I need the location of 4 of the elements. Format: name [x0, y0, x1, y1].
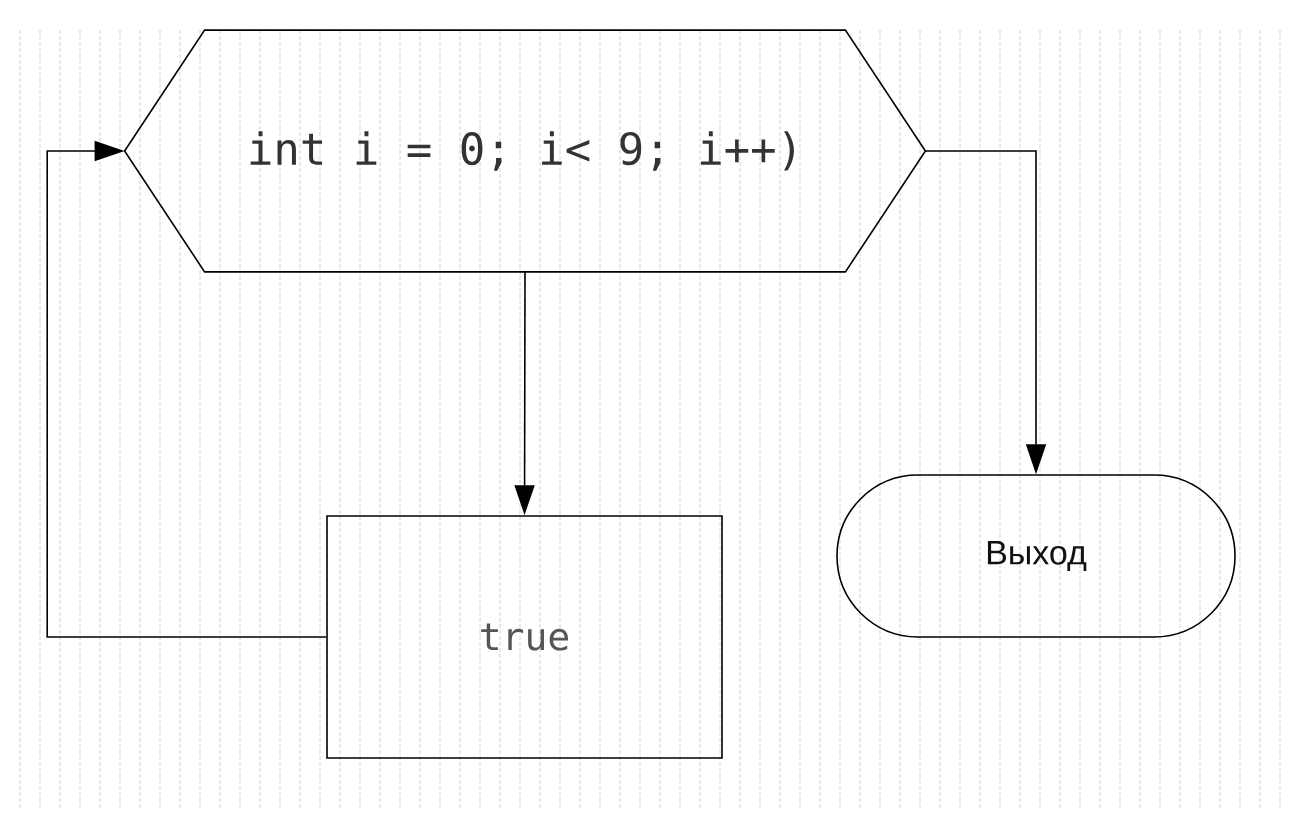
arrow	[46, 140, 327, 638]
loop-hexagon: int i = 0; i< 9; i++)	[123, 29, 927, 273]
terminator: Выход	[836, 474, 1236, 638]
process-box: true	[326, 515, 723, 759]
